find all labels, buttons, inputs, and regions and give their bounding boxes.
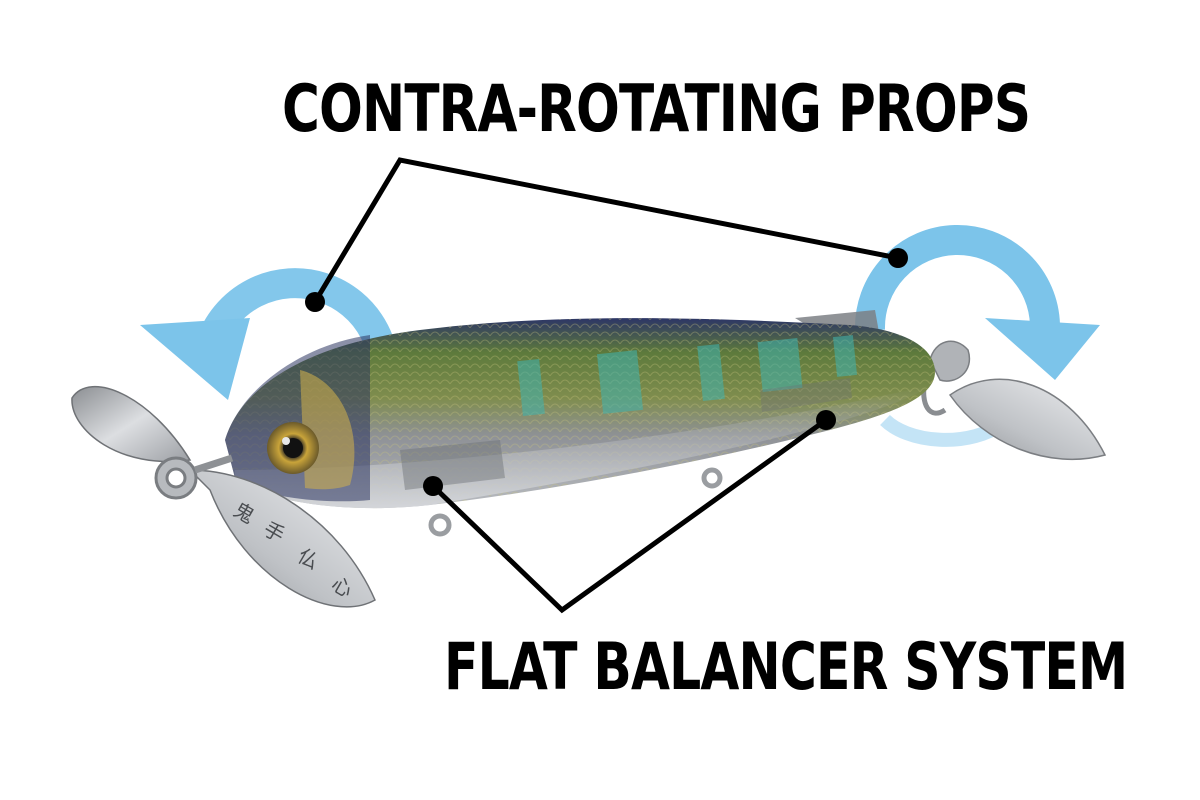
- leader-dot-right-prop: [888, 248, 908, 268]
- leader-dot-left-prop: [305, 292, 325, 312]
- props-callout-label: CONTRA-ROTATING PROPS: [282, 71, 1031, 148]
- front-propeller: [71, 385, 376, 608]
- lure-body: [225, 318, 935, 509]
- balancer-callout-label: FLAT BALANCER SYSTEM: [444, 629, 1128, 706]
- leader-lines-bottom: [431, 417, 828, 614]
- flat-balancer-rear: [760, 378, 852, 412]
- flat-balancer: [400, 440, 505, 490]
- leader-dot-rear-balancer: [816, 410, 836, 430]
- leader-lines-top: [312, 157, 899, 304]
- hook-hanger: [428, 467, 723, 537]
- leader-dot-front-balancer: [423, 476, 443, 496]
